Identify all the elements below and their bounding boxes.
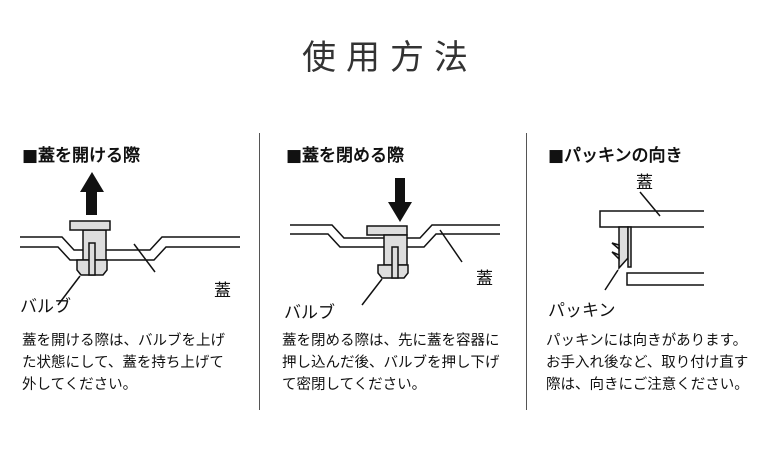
close-diagram [290, 178, 500, 306]
open-instructions: 蓋を開ける際は、バルブを上げ た状態にして、蓋を持ち上げて 外してください。 [22, 333, 225, 393]
heading-open-lid: ■蓋を開ける際 [22, 146, 141, 166]
heading-close-lid: ■蓋を閉める際 [286, 146, 405, 166]
arrow-down-icon [388, 178, 412, 222]
lid-label: 蓋 [636, 173, 653, 193]
open-diagram [20, 172, 240, 306]
page-title: 使用方法 [302, 38, 478, 78]
heading-packing-direction: ■パッキンの向き [548, 146, 683, 166]
packing-diagram [599, 191, 704, 291]
valve-label: バルブ [284, 303, 335, 323]
packing-instructions: パッキンには向きがあります。 お手入れ後など、取り付け直す 際は、向きにご注意く… [546, 333, 749, 393]
lid-label: 蓋 [214, 281, 231, 301]
divider [259, 133, 260, 410]
packing-label: パッキン [548, 301, 616, 321]
lid-label: 蓋 [476, 269, 493, 289]
close-instructions: 蓋を閉める際は、先に蓋を容器に 押し込んだ後、バルブを押し下げ て密閉してくださ… [282, 333, 500, 393]
valve-label: バルブ [20, 297, 71, 317]
arrow-up-icon [80, 172, 104, 215]
divider [526, 133, 527, 410]
